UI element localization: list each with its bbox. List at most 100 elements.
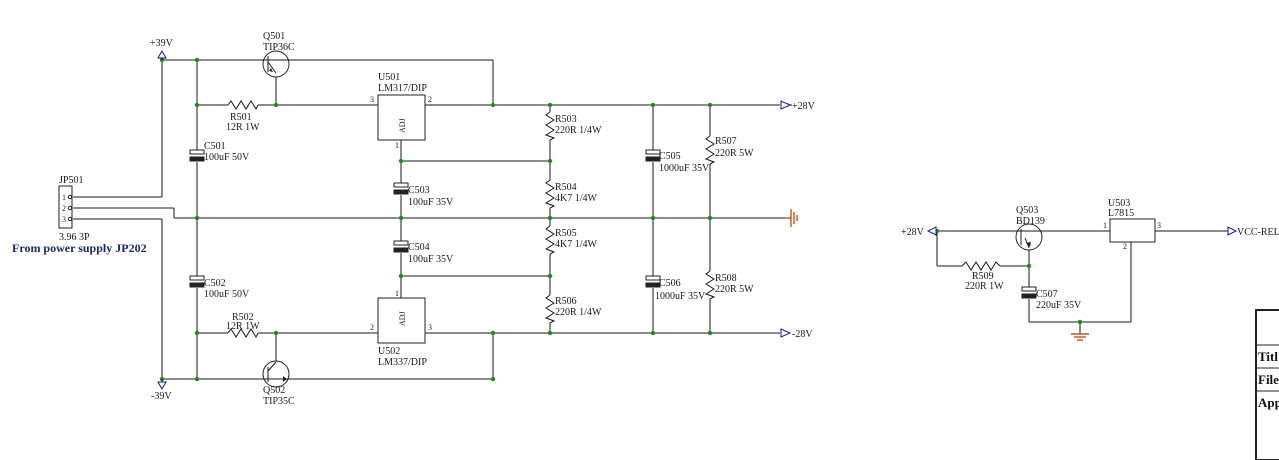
ground-symbol-main [785,209,798,227]
svg-text:C502: C502 [204,278,226,289]
svg-text:1: 1 [1103,221,1107,230]
svg-text:Q502: Q502 [263,385,285,396]
svg-text:3: 3 [1157,221,1161,230]
svg-text:R501: R501 [230,112,252,123]
svg-text:220R 5W: 220R 5W [715,284,754,295]
transistor-q501: Q501 TIP36C [262,31,295,78]
connector-jp501: 1 2 3 JP501 3.96 3P [58,175,90,243]
svg-text:100uF 50V: 100uF 50V [204,152,250,163]
svg-text:2: 2 [1123,242,1127,251]
svg-text:TIP36C: TIP36C [263,42,295,53]
svg-text:L7815: L7815 [1108,208,1134,219]
resistor-r502: R502 12R 1W [226,312,260,339]
capacitor-c505: C505 1000uF 35V [645,149,710,174]
svg-text:12R 1W: 12R 1W [226,122,260,133]
svg-text:R504: R504 [555,182,577,193]
svg-text:Q503: Q503 [1016,205,1038,216]
source-annotation: From power supply JP202 [12,241,147,255]
resistor-r505: R505 4K7 1/4W [544,225,598,255]
svg-text:C507: C507 [1036,289,1058,300]
svg-text:Q501: Q501 [263,31,285,42]
title-block-title-label: Titl [1258,349,1278,364]
svg-text:12R 1W: 12R 1W [226,321,260,332]
capacitor-c503: C503 100uF 35V [393,182,454,208]
power-port-plus39: +39V [150,38,174,60]
svg-text:R505: R505 [555,228,577,239]
title-block: Titl File App [1255,309,1279,460]
svg-text:LM317/DIP: LM317/DIP [378,83,427,94]
resistor-r508: R508 220R 5W [704,270,754,300]
power-port-minus39: -39V [151,379,172,402]
svg-text:U502: U502 [378,346,400,357]
svg-text:C505: C505 [659,151,681,162]
resistor-r504: R504 4K7 1/4W [544,179,598,209]
svg-text:VCC-REL: VCC-REL [1237,227,1279,238]
resistor-r503: R503 220R 1/4W [544,111,602,141]
svg-text:1: 1 [62,193,66,202]
svg-text:+28V: +28V [901,227,925,238]
svg-text:R507: R507 [715,136,737,147]
regulator-u503: 1 3 2 U503 L7815 [1103,198,1161,251]
svg-text:R503: R503 [555,114,577,125]
svg-text:3: 3 [370,95,374,104]
svg-text:R509: R509 [972,271,994,282]
svg-text:3: 3 [428,323,432,332]
svg-text:1000uF 35V: 1000uF 35V [655,291,706,302]
svg-text:220uF 35V: 220uF 35V [1036,300,1082,311]
svg-text:-28V: -28V [792,329,813,340]
title-block-file-label: File [1258,372,1279,387]
svg-text:100uF 35V: 100uF 35V [408,254,454,265]
svg-text:JP501: JP501 [59,175,83,186]
ground-symbol-right [1071,333,1089,341]
svg-text:100uF 50V: 100uF 50V [204,289,250,300]
regulator-u501: 3 2 1 ADJ U501 LM317/DIP [370,72,432,150]
svg-text:+28V: +28V [792,101,816,112]
transistor-q503: Q503 BD139 [1015,205,1045,251]
net-port-vcc-rel: VCC-REL [1227,226,1279,238]
net-port-minus28-out: -28V [780,328,813,340]
net-port-plus28-out: +28V [780,100,816,112]
svg-text:C503: C503 [408,185,430,196]
svg-text:1: 1 [395,289,399,298]
svg-text:3.96 3P: 3.96 3P [59,232,90,243]
svg-text:220R 5W: 220R 5W [715,148,754,159]
svg-text:TIP35C: TIP35C [263,396,295,407]
svg-text:1: 1 [395,141,399,150]
capacitor-c501: C501 100uF 50V [189,141,250,163]
resistor-r509: R509 220R 1W [961,261,1004,292]
svg-text:2: 2 [370,323,374,332]
resistor-r506: R506 220R 1/4W [544,294,602,324]
svg-text:ADJ: ADJ [398,311,407,326]
svg-text:220R 1/4W: 220R 1/4W [555,125,602,136]
svg-text:100uF 35V: 100uF 35V [408,197,454,208]
svg-text:C506: C506 [659,278,681,289]
svg-text:2: 2 [428,95,432,104]
regulator-u502: 2 3 1 ADJ U502 LM337/DIP [370,289,432,368]
svg-text:3: 3 [62,215,66,224]
svg-text:-39V: -39V [151,391,172,402]
title-block-approved-label: App [1258,395,1279,410]
svg-text:R502: R502 [232,312,254,323]
svg-text:4K7 1/4W: 4K7 1/4W [555,239,598,250]
resistor-r507: R507 220R 5W [704,135,754,165]
capacitor-c507: C507 220uF 35V [1021,286,1082,311]
svg-text:C504: C504 [408,242,430,253]
junction-dots [159,57,1083,382]
svg-text:BD139: BD139 [1016,216,1045,227]
svg-text:+39V: +39V [150,38,174,49]
svg-text:R508: R508 [715,273,737,284]
resistor-r501: R501 12R 1W [226,100,260,133]
svg-text:2: 2 [62,204,66,213]
capacitor-c504: C504 100uF 35V [393,240,454,265]
svg-text:U501: U501 [378,72,400,83]
transistor-q502: Q502 TIP35C [262,360,295,407]
svg-text:ADJ: ADJ [398,118,407,133]
net-port-plus28-in: +28V [901,226,937,238]
svg-text:U503: U503 [1108,198,1130,209]
capacitor-c506: C506 1000uF 35V [645,275,706,302]
svg-text:220R 1W: 220R 1W [965,281,1004,292]
capacitor-c502: C502 100uF 50V [189,275,250,300]
svg-text:R506: R506 [555,296,577,307]
svg-text:4K7 1/4W: 4K7 1/4W [555,193,598,204]
